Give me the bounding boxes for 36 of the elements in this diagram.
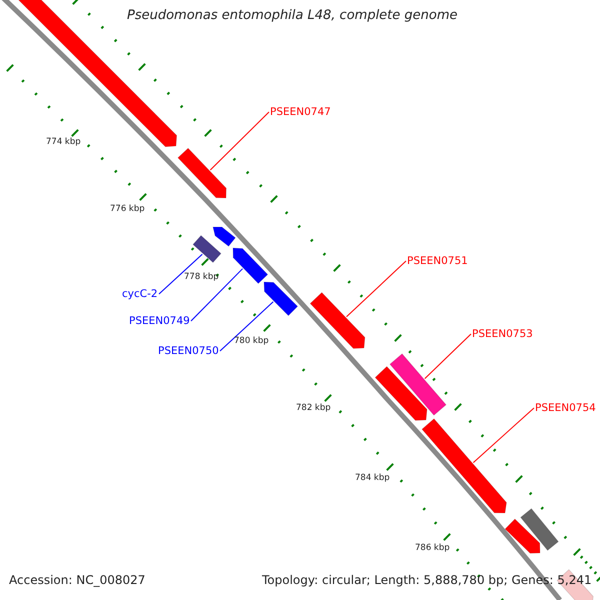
genome-info-text: Topology: circular; Length: 5,888,780 bp; Genes: 5,241	[262, 574, 592, 588]
leader-line	[210, 112, 270, 170]
gene-feature-bar	[389, 353, 447, 416]
leader-line	[424, 334, 472, 380]
gene-feature-bar	[192, 235, 222, 263]
scale-label: 782 kbp	[296, 404, 331, 414]
gene-label: PSEEN0750	[158, 345, 219, 358]
gene-label: PSEEN0747	[270, 106, 331, 118]
gene-feature-block	[264, 282, 298, 316]
scale-label: 786 kbp	[415, 544, 450, 554]
gene-feature-bar	[520, 508, 559, 551]
gene-feature-block	[232, 248, 268, 284]
gene-label: PSEEN0754	[535, 402, 596, 414]
leader-line	[190, 268, 244, 322]
gene-label: PSEEN0753	[472, 328, 533, 340]
gene-feature-block	[212, 226, 236, 247]
leader-line	[472, 408, 534, 464]
chart-title: Pseudomonas entomophila L48, complete genome	[127, 9, 458, 24]
gene-label: cycC-2	[122, 288, 158, 300]
accession-text: Accession: NC_008027	[9, 574, 146, 588]
gene-label: PSEEN0751	[407, 255, 468, 268]
scale-label: 776 kbp	[110, 205, 145, 215]
gene-label: PSEEN0749	[129, 315, 190, 328]
gene-feature-block	[422, 418, 507, 514]
gene-feature-block	[374, 366, 428, 421]
gene-feature-block	[504, 518, 540, 554]
scale-label: 780 kbp	[234, 337, 269, 347]
gene-feature-block	[556, 569, 594, 600]
leader-line	[158, 254, 203, 294]
scale-label: 774 kbp	[46, 138, 81, 148]
gene-feature-block	[177, 148, 226, 198]
gene-feature-block	[310, 292, 366, 349]
scale-label: 778 kbp	[184, 273, 219, 283]
leader-line	[346, 260, 406, 318]
leader-line	[220, 301, 274, 352]
scale-label: 784 kbp	[355, 474, 390, 484]
